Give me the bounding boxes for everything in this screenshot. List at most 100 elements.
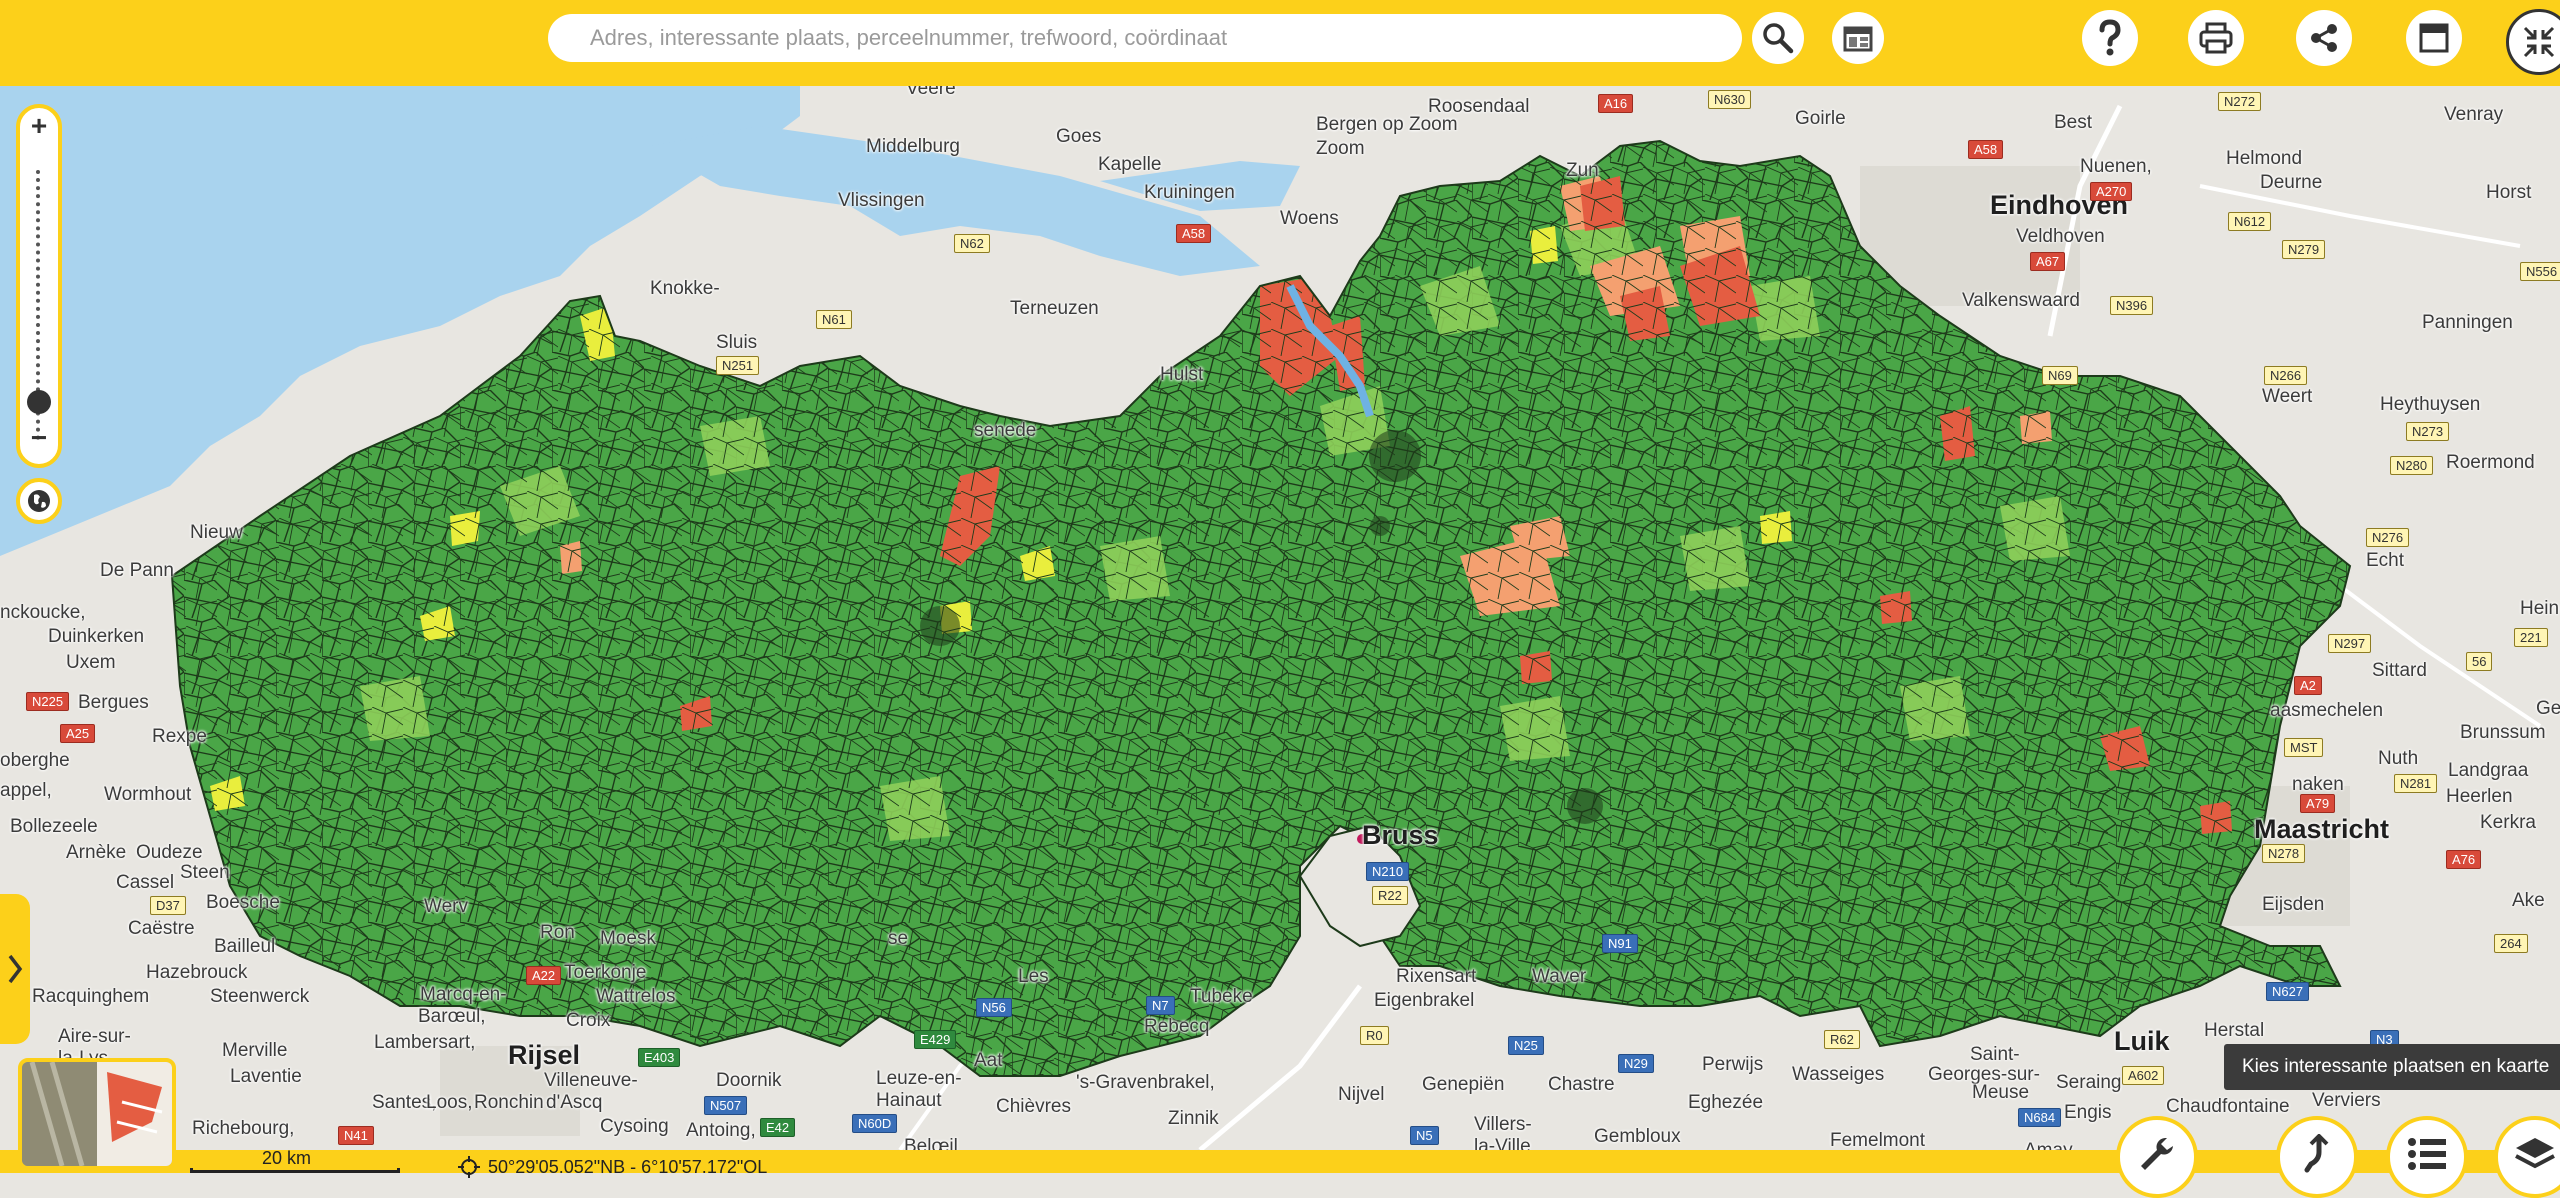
road-shield: N273 bbox=[2406, 422, 2450, 441]
place-label: Nieuw bbox=[190, 522, 243, 543]
place-label: Rebecq bbox=[1144, 1016, 1210, 1037]
place-label: Gembloux bbox=[1594, 1126, 1681, 1147]
share-icon bbox=[2311, 24, 2337, 52]
road-shield: E403 bbox=[638, 1048, 681, 1067]
scale-label: 20 km bbox=[262, 1148, 312, 1168]
place-label: Hein bbox=[2520, 598, 2560, 619]
place-label: Bergues bbox=[78, 692, 149, 713]
search-button[interactable] bbox=[1752, 12, 1804, 64]
road-shield: N251 bbox=[716, 356, 760, 375]
place-label: Hainaut bbox=[876, 1090, 942, 1111]
place-label: Ronchin bbox=[474, 1092, 544, 1113]
place-label: Georges-sur- bbox=[1928, 1064, 2040, 1085]
side-panel-toggle[interactable] bbox=[0, 894, 30, 1044]
print-button[interactable] bbox=[2188, 10, 2244, 66]
place-label: Ge bbox=[2536, 698, 2560, 719]
place-label: Verviers bbox=[2312, 1090, 2381, 1111]
share-button[interactable] bbox=[2296, 10, 2352, 66]
road-shield: 221 bbox=[2514, 628, 2548, 647]
help-button[interactable] bbox=[2082, 10, 2138, 66]
place-label: Tubeke bbox=[1190, 986, 1253, 1007]
place-label: Heythuysen bbox=[2380, 394, 2481, 415]
collapse-button[interactable] bbox=[2506, 9, 2560, 75]
place-label: Eghezée bbox=[1688, 1092, 1764, 1113]
road-shield: R22 bbox=[1372, 886, 1408, 905]
place-label: Middelburg bbox=[866, 136, 960, 157]
place-label: Nuenen, bbox=[2080, 156, 2152, 177]
place-label: Ake bbox=[2512, 890, 2545, 911]
layers-stack-button[interactable] bbox=[2494, 1116, 2560, 1198]
place-label: Terneuzen bbox=[1010, 298, 1099, 319]
place-label: Saint- bbox=[1970, 1044, 2020, 1065]
wrench-icon bbox=[2141, 1138, 2173, 1170]
place-label: Laventie bbox=[230, 1066, 302, 1087]
legend-list-button[interactable] bbox=[2386, 1116, 2468, 1198]
layers-button[interactable] bbox=[1832, 12, 1884, 64]
place-label: Croix bbox=[566, 1010, 611, 1031]
place-label: Zinnik bbox=[1168, 1108, 1219, 1129]
coordinate-text: 50°29'05.052"NB - 6°10'57.172"OL bbox=[488, 1156, 768, 1177]
place-label: Horst bbox=[2486, 182, 2532, 203]
road-shield: A270 bbox=[2090, 182, 2133, 201]
road-shield: N210 bbox=[1366, 862, 1410, 881]
zoom-out-button[interactable]: − bbox=[30, 422, 48, 453]
route-button[interactable] bbox=[2276, 1116, 2358, 1198]
place-label: Genepiën bbox=[1422, 1074, 1505, 1095]
search-input[interactable] bbox=[548, 14, 1742, 62]
place-label: aasmechelen bbox=[2270, 700, 2384, 721]
road-shield: N29 bbox=[1618, 1054, 1654, 1073]
place-label: Moesk bbox=[600, 928, 656, 949]
place-label: Duinkerken bbox=[48, 626, 145, 647]
place-label: Aat bbox=[974, 1050, 1003, 1071]
place-label: Hazebrouck bbox=[146, 962, 248, 983]
place-label: Best bbox=[2054, 112, 2093, 133]
place-label: Villeneuve- bbox=[544, 1070, 638, 1091]
road-shield: A67 bbox=[2030, 252, 2066, 271]
place-label: Brunssum bbox=[2460, 722, 2546, 743]
zoom-slider-handle[interactable] bbox=[27, 390, 51, 414]
road-shield: N25 bbox=[1508, 1036, 1544, 1055]
place-label: Aire-sur- bbox=[58, 1026, 131, 1047]
basemap-switcher[interactable] bbox=[18, 1058, 176, 1170]
place-label: Roosendaal bbox=[1428, 96, 1530, 117]
route-icon bbox=[2304, 1134, 2329, 1173]
place-label: Eigenbrakel bbox=[1374, 990, 1475, 1011]
place-label: Herstal bbox=[2204, 1020, 2265, 1041]
place-label: Chièvres bbox=[996, 1096, 1071, 1117]
locate-button[interactable] bbox=[16, 478, 62, 524]
place-label: Vlissingen bbox=[838, 190, 925, 211]
coordinate-readout: 50°29'05.052"NB - 6°10'57.172"OL bbox=[458, 1156, 767, 1178]
map-canvas[interactable]: Veere Bergen op Zoom Zoom Roosendaal Goi… bbox=[0, 86, 2560, 1150]
zoom-control: + − bbox=[16, 104, 62, 468]
place-label: Femelmont bbox=[1830, 1130, 1926, 1150]
place-label: Marcq-en- bbox=[420, 984, 507, 1005]
place-label: se bbox=[888, 928, 909, 949]
place-label: Venray bbox=[2444, 104, 2504, 125]
layer-stack-icon bbox=[2515, 1138, 2555, 1169]
place-label: Eijsden bbox=[2262, 894, 2325, 915]
place-label: Belœil bbox=[904, 1136, 958, 1150]
place-label: Rixensart bbox=[1396, 966, 1477, 987]
place-label: Goes bbox=[1056, 126, 1102, 147]
zoom-slider-track[interactable] bbox=[36, 170, 42, 440]
place-label: Steen bbox=[180, 862, 230, 883]
tooltip: Kies interessante plaatsen en kaarte bbox=[2224, 1044, 2560, 1090]
place-label: Oudeze bbox=[136, 842, 203, 863]
place-label: Roermond bbox=[2446, 452, 2535, 473]
place-label: Werv bbox=[424, 896, 468, 917]
road-shield: N225 bbox=[26, 692, 70, 711]
place-label: Villers- bbox=[1474, 1114, 1532, 1135]
road-shield: A22 bbox=[526, 966, 562, 985]
place-label: Veldhoven bbox=[2016, 226, 2105, 247]
place-label: Rexpe bbox=[152, 726, 207, 747]
road-shield: 56 bbox=[2466, 652, 2493, 671]
fullscreen-button[interactable] bbox=[2406, 10, 2462, 66]
road-shield: A79 bbox=[2300, 794, 2336, 813]
zoom-in-button[interactable]: + bbox=[30, 110, 48, 141]
help-icon bbox=[2099, 19, 2121, 56]
tools-button[interactable] bbox=[2116, 1116, 2198, 1198]
chevron-right-icon bbox=[8, 954, 23, 984]
road-shield: E429 bbox=[914, 1030, 957, 1049]
road-shield: N507 bbox=[704, 1096, 748, 1115]
road-shield: N272 bbox=[2218, 92, 2262, 111]
